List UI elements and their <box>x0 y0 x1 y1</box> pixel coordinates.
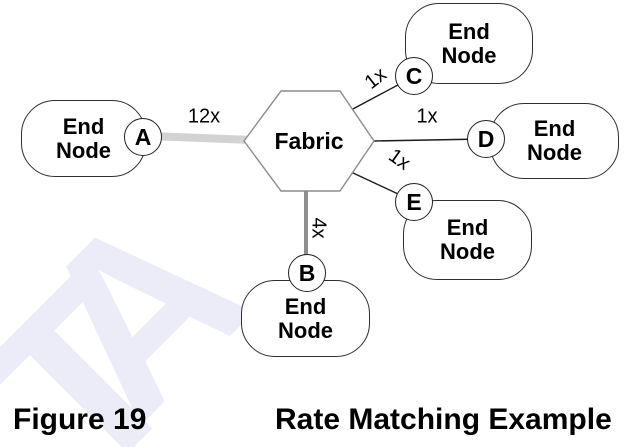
link-a-fabric-12x <box>149 132 253 144</box>
link-fabric-d-1x <box>373 138 485 142</box>
figure-number-label: Figure 19 <box>13 403 147 436</box>
end-node-e-label-line1: End <box>446 215 489 240</box>
end-node-a-label-line2: Node <box>56 137 111 163</box>
figure-title: Rate Matching Example <box>275 403 612 436</box>
end-node-a-label-line1: End <box>62 113 105 139</box>
port-circle-c: C <box>395 57 433 95</box>
port-circle-d: D <box>467 120 505 158</box>
fabric-hexagon <box>243 90 375 192</box>
end-node-c-label-line2: Node <box>441 42 497 68</box>
end-node-b-label-line1: End <box>284 293 327 319</box>
port-circle-b: B <box>288 254 326 292</box>
port-circle-a: A <box>124 118 162 156</box>
rate-label-4x: 4x <box>307 217 330 239</box>
end-node-d: End Node <box>490 103 619 179</box>
end-node-e-label-line2: Node <box>440 239 495 264</box>
end-node-d-label-line2: Node <box>527 140 582 165</box>
rate-label-1x-d: 1x <box>416 105 438 128</box>
fabric-label: Fabric <box>274 127 344 154</box>
end-node-b-label-line2: Node <box>278 317 333 343</box>
rate-label-12x: 12x <box>187 105 221 128</box>
port-circle-e: E <box>395 183 433 221</box>
end-node-d-label-line1: End <box>533 116 576 141</box>
end-node-b: End Node <box>241 280 370 357</box>
end-node-c-label-line1: End <box>448 18 490 44</box>
